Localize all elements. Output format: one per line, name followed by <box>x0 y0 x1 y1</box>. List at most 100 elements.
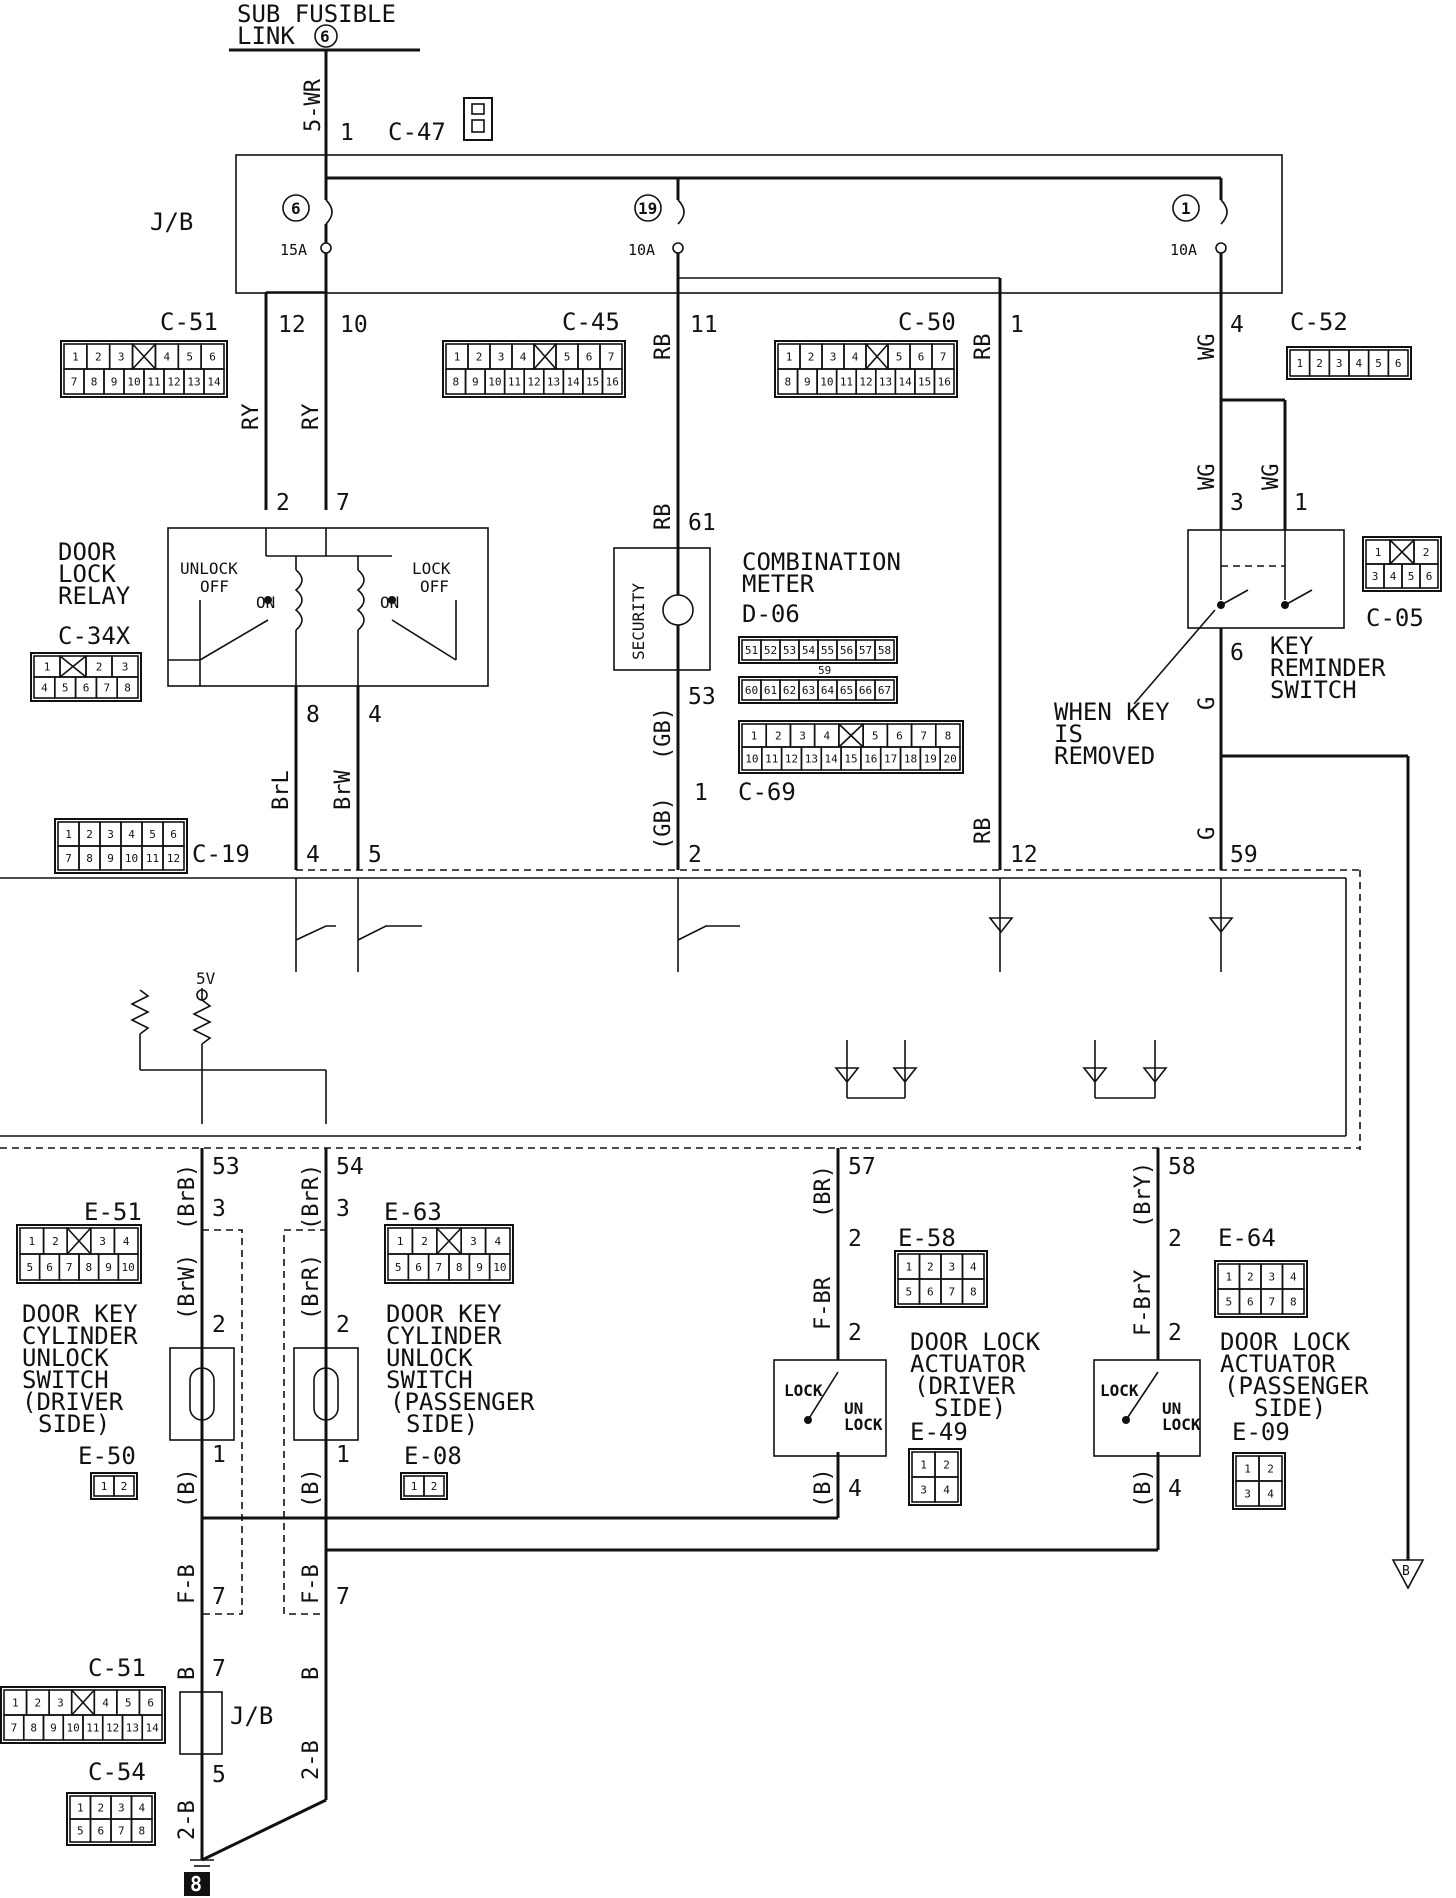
connector-e49-label: E-49 <box>910 1418 968 1446</box>
grid-c51-lower-pin: 9 <box>50 1722 57 1735</box>
grid-c50-cell <box>933 368 955 395</box>
grid-e51-pin: 7 <box>66 1261 73 1274</box>
pin-act-pass-4: 4 <box>1168 1476 1182 1502</box>
wire-label-5wr: 5-WR <box>301 78 326 132</box>
grid-e63-pin: 8 <box>456 1261 463 1274</box>
grid-c69-pin: 17 <box>884 753 897 766</box>
relay-coil-2 <box>356 569 365 631</box>
act-drv-switch <box>807 1371 839 1421</box>
grid-c19-pin: 6 <box>170 828 177 841</box>
grid-c69-pin: 2 <box>775 730 782 743</box>
pin-switch-pass-2: 2 <box>336 1312 350 1338</box>
grid-e51-pin: 10 <box>122 1261 135 1274</box>
connector-d06-label: D-06 <box>742 600 800 628</box>
keyrem-contact-2 <box>1284 589 1313 606</box>
grid-c54-pin: 7 <box>118 1825 125 1838</box>
grid-c51-pin: 8 <box>91 376 98 389</box>
grid-e64-pin: 3 <box>1268 1271 1275 1284</box>
grid-e09-pin: 2 <box>1267 1463 1274 1476</box>
control-unit: 5V <box>0 869 1361 1150</box>
pin-relay-4: 4 <box>368 702 382 728</box>
connector-c54-label: C-54 <box>88 1758 146 1786</box>
grid-c19-pin: 8 <box>86 852 93 865</box>
pin-gnd-7a: 7 <box>212 1584 226 1610</box>
grid-e63-pin: 10 <box>493 1261 506 1274</box>
door-lock-actuators: LOCK UN LOCK LOCK UN LOCK DOOR LOCK ACTU… <box>773 1328 1369 1457</box>
resistor-1-icon <box>130 989 150 1035</box>
connector-c50-label: C-50 <box>898 308 956 336</box>
grid-c52-cell <box>1387 349 1409 377</box>
act-drv-title-3: (DRIVER <box>914 1372 1016 1400</box>
grid-e51-pin: 4 <box>123 1235 130 1248</box>
pin-11: 11 <box>690 312 718 338</box>
grid-d06-top-pin: 56 <box>840 644 853 657</box>
pin-gnd-5: 5 <box>212 1762 226 1788</box>
grid-c19-pin: 3 <box>107 828 114 841</box>
grid-e63-pin: 6 <box>415 1261 422 1274</box>
whenkey-3: REMOVED <box>1054 742 1155 770</box>
grid-e58-pin: 6 <box>927 1286 934 1299</box>
grid-c51-pin: 10 <box>127 376 140 389</box>
grid-c50-pin: 4 <box>852 351 859 364</box>
grid-e63-pin: 4 <box>494 1235 501 1248</box>
grid-c69-pin: 10 <box>745 753 758 766</box>
ground-symbol: 8 <box>184 1859 214 1896</box>
pin-meter-53: 53 <box>688 684 716 710</box>
grid-c05-pin: 2 <box>1423 546 1430 559</box>
ref-arrow <box>1391 1559 1425 1590</box>
grid-c05-pin: 4 <box>1390 570 1397 583</box>
relay-contact-1 <box>264 596 272 604</box>
pin-switch-pass-1: 1 <box>336 1442 350 1468</box>
act-drv-node <box>804 1416 812 1424</box>
grid-c45-pin: 8 <box>452 376 459 389</box>
grid-c51-lower-pin: 1 <box>12 1697 19 1710</box>
wire-label-brw: BrW <box>331 770 356 810</box>
grid-e63-pin: 2 <box>421 1235 428 1248</box>
grid-c50-pin: 11 <box>840 376 853 389</box>
grid-c69-pin: 8 <box>945 730 952 743</box>
grid-c45-blank <box>533 343 557 370</box>
supply-block: SUB FUSIBLE LINK 6 5-WR 1 C-47 <box>229 0 493 168</box>
grid-c52-pin: 3 <box>1336 357 1343 370</box>
connector-e51-label: E-51 <box>84 1198 142 1226</box>
grid-c50-pin: 1 <box>786 351 793 364</box>
grid-e58-cell <box>961 1278 985 1305</box>
pin-53: 53 <box>212 1154 240 1180</box>
supply-link-circle <box>314 24 338 48</box>
fuse-1-circle <box>1172 194 1200 222</box>
grid-e64-pin: 7 <box>1268 1296 1275 1309</box>
wire-label-b-1: (B) <box>175 1468 200 1508</box>
relay-contact-2 <box>388 596 396 604</box>
grid-c69-pin: 3 <box>799 730 806 743</box>
fuse-1-icon <box>1220 199 1228 225</box>
grid-c19-pin: 7 <box>65 852 72 865</box>
grid-e51-pin: 2 <box>52 1235 59 1248</box>
grid-c45-pin: 3 <box>498 351 505 364</box>
wire-label-fb-2: F-B <box>299 1564 324 1604</box>
wire-label-g-1: G <box>1195 697 1220 710</box>
grid-e49-pin: 4 <box>943 1484 950 1497</box>
grid-c69-cell <box>939 746 961 771</box>
grid-c54-cell <box>130 1818 153 1843</box>
grid-c50-pin: 10 <box>820 376 833 389</box>
upper-wiring: 12 10 11 1 4 RY RY RB RB WG RB WG WG 2 7… <box>239 253 1308 870</box>
grid-c51-lower-pin: 4 <box>102 1697 109 1710</box>
key-cylinder-drv-icon <box>189 1367 215 1421</box>
wire-label-fb-1: F-B <box>175 1564 200 1604</box>
grid-c05-pin: 6 <box>1426 570 1433 583</box>
pin-gnd-7b: 7 <box>336 1584 350 1610</box>
pin-keyrem-3: 3 <box>1230 490 1244 516</box>
relay-title-1: DOOR <box>58 538 116 566</box>
grid-c51-pin: 1 <box>72 351 79 364</box>
grid-c45-pin: 2 <box>476 351 483 364</box>
meter-security-label: SECURITY <box>629 583 648 660</box>
grid-d06-bot-pin: 65 <box>840 684 853 697</box>
grid-c69-pin: 19 <box>924 753 937 766</box>
pin-c19-4: 4 <box>306 842 320 868</box>
grid-e51-pin: 1 <box>28 1235 35 1248</box>
act-pass-unlock: LOCK <box>1162 1415 1201 1434</box>
grid-e64-pin: 2 <box>1247 1271 1254 1284</box>
whenkey-1: WHEN KEY <box>1054 698 1170 726</box>
fuse-6-circle <box>282 194 310 222</box>
wire-label-2b-1: 2-B <box>175 1800 200 1840</box>
